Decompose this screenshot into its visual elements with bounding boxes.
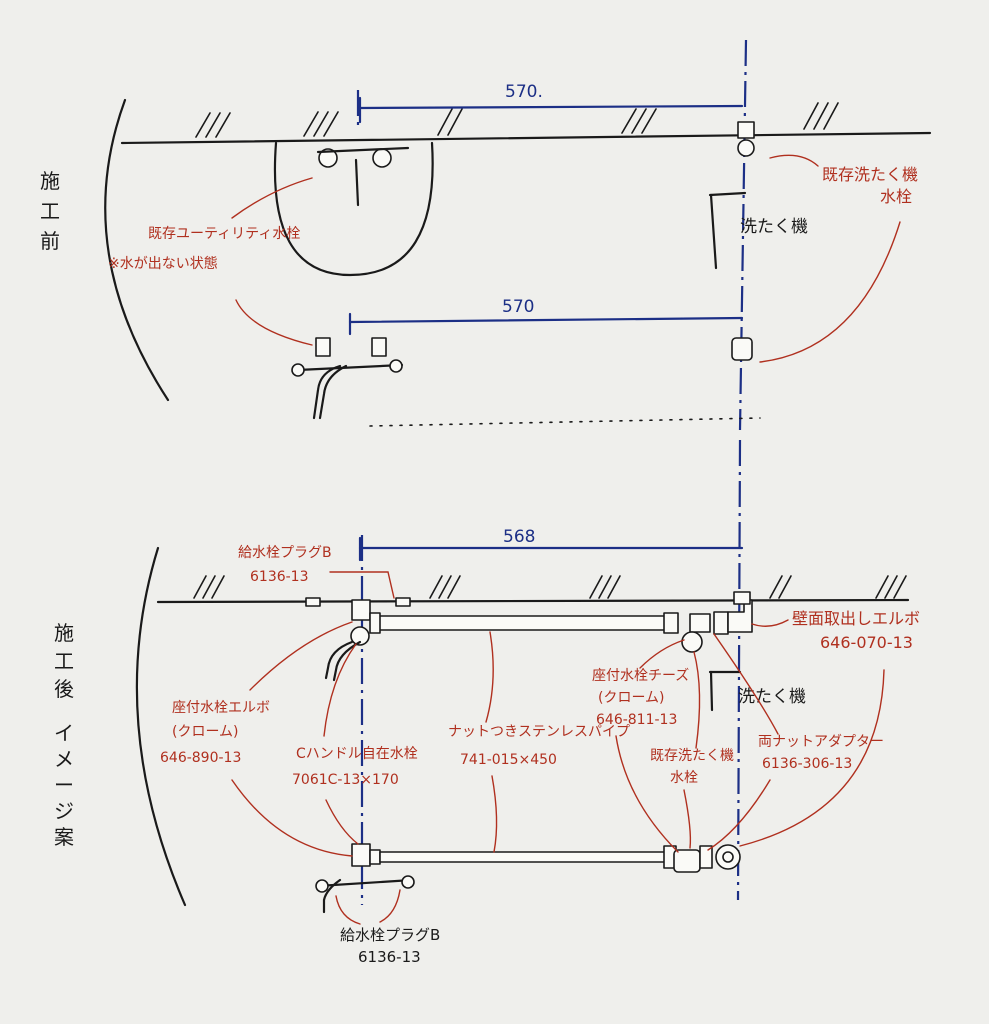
utility-tap-top-view <box>316 146 410 207</box>
annotation-text: 既存洗たく機 <box>822 165 918 184</box>
after-char: 施 <box>54 621 74 645</box>
annotation-text: 水栓 <box>670 770 698 786</box>
annotation-text: 座付水栓チーズ <box>592 668 689 684</box>
label-double-nut-adapter: 両ナットアダプター 6136-306-13 <box>758 734 884 772</box>
label-seat-tee: 座付水栓チーズ (クローム) 646-811-13 <box>592 668 689 728</box>
annotation-text: 給水栓プラグB <box>238 545 332 561</box>
after-char: 案 <box>54 825 74 849</box>
annotation-text: 壁面取出しエルボ <box>792 609 920 628</box>
leader-line <box>323 643 357 737</box>
leader-line <box>751 619 789 627</box>
annotation-text: 給水栓プラグB <box>340 926 440 944</box>
annotation-text: 646-890-13 <box>160 750 241 766</box>
after-char: ー <box>54 773 74 797</box>
label-c-handle-tap: Cハンドル自在水栓 7061C-13×170 <box>292 746 418 788</box>
annotation-text: (クローム) <box>598 690 665 706</box>
annotation-text: (クローム) <box>172 724 239 740</box>
after-room-arc <box>135 546 187 907</box>
leader-line <box>769 154 819 167</box>
annotation-text: 646-070-13 <box>820 633 913 652</box>
annotation-text: 7061C-13×170 <box>292 772 399 788</box>
washer-outline-top <box>708 191 747 197</box>
section-label-after: 施 工 後 イ メ ー ジ 案 <box>54 621 74 849</box>
front-view-piping <box>315 843 741 914</box>
after-char: イ <box>54 721 74 745</box>
after-char: メ <box>54 747 74 771</box>
leader-line <box>615 735 679 853</box>
washer-outline-side <box>709 670 714 712</box>
divider <box>369 417 761 427</box>
washing-machine-label: 洗たく機 <box>738 687 806 707</box>
leader-line <box>759 221 901 363</box>
utility-sink-basin <box>273 141 434 277</box>
washing-machine-label: 洗たく機 <box>740 217 808 237</box>
annotation-text: 741-015×450 <box>460 752 557 768</box>
dimension-label: 570. <box>505 82 543 102</box>
annotation-text: Cハンドル自在水栓 <box>296 746 418 762</box>
plan-view-piping <box>305 591 753 682</box>
label-existing-washer-tap-after: 既存洗たく機 水栓 <box>650 748 734 786</box>
leader-line <box>231 177 313 219</box>
washer-tap-front-view <box>731 337 753 361</box>
dimension-label: 570 <box>502 297 534 317</box>
dimension-before-top: 570. <box>358 82 744 124</box>
leader-line <box>249 621 353 691</box>
existing-utility-tap-label: 既存ユーティリティ水栓 <box>148 226 300 242</box>
label-seat-elbow: 座付水栓エルボ (クローム) 646-890-13 <box>160 700 270 766</box>
utility-tap-front-view <box>291 337 404 420</box>
before-char: 前 <box>40 229 60 253</box>
leader-line <box>707 779 771 851</box>
no-water-note: ※水が出ない状態 <box>108 256 218 272</box>
annotation-text: ナットつきステンレスパイプ <box>448 724 630 740</box>
leader-line <box>491 775 498 853</box>
dimension-after-top: 568 <box>358 527 744 562</box>
leader-line <box>231 779 353 857</box>
leader-line <box>235 299 313 346</box>
wall-hatch-marks <box>193 575 907 599</box>
dimension-before-mid: 570 <box>348 297 744 336</box>
washer-centerline-upper <box>738 39 748 431</box>
label-wall-elbow: 壁面取出しエルボ 646-070-13 <box>792 609 920 652</box>
annotation-text: 既存洗たく機 <box>650 748 734 764</box>
washer-outline-side <box>709 193 718 270</box>
leader-line <box>739 669 885 847</box>
annotation-text: 6136-13 <box>250 569 309 585</box>
wall-hatch-marks <box>195 102 839 138</box>
dimension-label: 568 <box>503 527 535 547</box>
after-char: 工 <box>54 649 74 673</box>
annotation-text: 両ナットアダプター <box>758 734 884 750</box>
leader-line <box>325 799 359 845</box>
label-existing-washer-tap-before: 既存洗たく機 水栓 <box>822 165 918 206</box>
leader-line <box>713 633 779 735</box>
before-char: 施 <box>40 169 60 193</box>
before-char: 工 <box>40 199 60 223</box>
before-wall-line <box>120 131 932 145</box>
leader-line <box>335 895 361 925</box>
leader-line <box>379 889 401 923</box>
leader-line <box>639 639 685 669</box>
section-label-before: 施 工 前 <box>40 169 60 253</box>
after-char: ジ <box>54 799 74 823</box>
annotation-text: 水栓 <box>880 187 912 206</box>
leader-line <box>485 631 494 723</box>
annotation-text: 座付水栓エルボ <box>172 700 270 716</box>
before-room-arc <box>104 98 170 402</box>
leader-line <box>683 789 692 849</box>
after-wall-line <box>156 598 910 604</box>
label-flexible-pipe: ナットつきステンレスパイプ 741-015×450 <box>448 724 630 768</box>
leader-line <box>329 571 395 599</box>
annotation-text: 6136-13 <box>358 948 421 966</box>
leader-line <box>693 651 701 749</box>
washer-tap-top-view <box>737 121 755 157</box>
annotation-text: 646-811-13 <box>596 712 677 728</box>
annotation-text: 6136-306-13 <box>762 756 852 772</box>
label-plug-top: 給水栓プラグB 6136-13 <box>238 545 332 585</box>
after-char: 後 <box>54 677 74 701</box>
label-plug-bottom: 給水栓プラグB 6136-13 <box>340 926 440 966</box>
